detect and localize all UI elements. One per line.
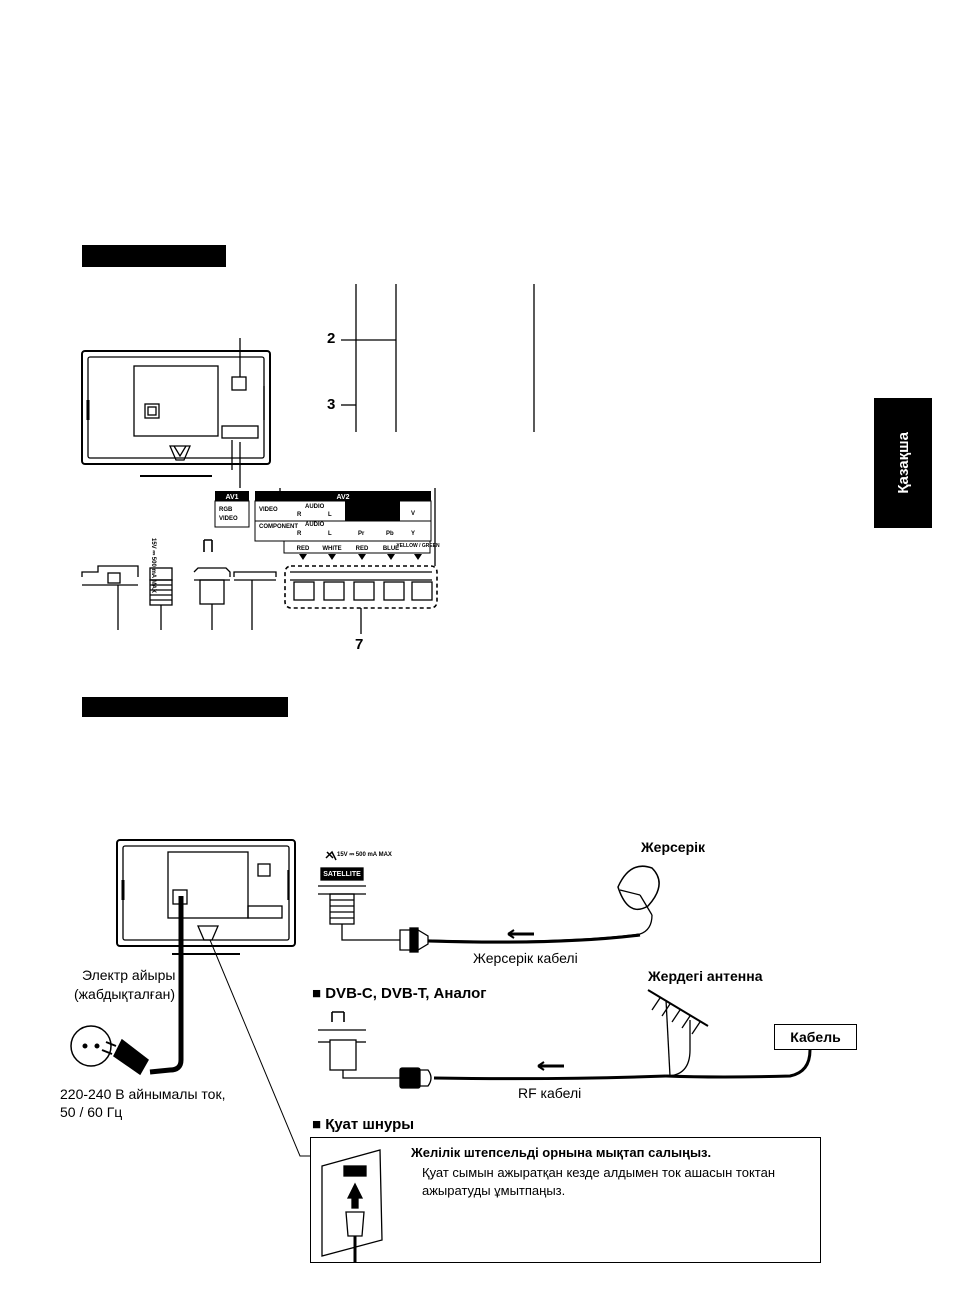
color-label-1: RED: [297, 546, 310, 552]
power-note-text: Қуат сымын ажыратқан кезде алдымен ток а…: [422, 1165, 775, 1198]
callout-2: 2: [327, 330, 336, 347]
v-label: V: [411, 511, 415, 517]
power-heading: ■ Қуат шнуры: [312, 1116, 415, 1133]
pr-label: Pr: [358, 531, 365, 537]
y-label: Y: [411, 531, 415, 537]
dc-rating-top: 15V ⎓ 500 mA MAX: [150, 538, 156, 593]
cable-label: Кабель: [790, 1029, 841, 1045]
terrestrial-antenna-label: Жердегі антенна: [648, 968, 763, 984]
color-label-5: YELLOW / GREEN: [396, 543, 440, 549]
ac-supply-line2: 50 / 60 Гц: [60, 1104, 123, 1120]
dvb-heading: ■ DVB-C, DVB-T, Аналог: [312, 985, 487, 1002]
ac-supply-line1: 220-240 В айнымалы ток,: [60, 1086, 226, 1102]
cable-label-box: Кабель: [774, 1024, 857, 1050]
av2-label: AV2: [336, 494, 349, 501]
r-label-2: R: [297, 531, 302, 537]
pb-label: Pb: [386, 531, 394, 537]
power-note-box: [310, 1137, 821, 1263]
language-tab: Қазақша: [874, 398, 932, 528]
rgb-label: RGB: [219, 507, 233, 513]
l-label-2: L: [328, 531, 332, 537]
rf-cable-label: RF кабелі: [518, 1085, 582, 1101]
color-label-2: WHITE: [322, 546, 341, 552]
mains-lead-line2: (жабдықталған): [74, 986, 176, 1002]
video-label-av1: VIDEO: [219, 516, 238, 522]
av1-label: AV1: [225, 494, 238, 501]
callout-7: 7: [355, 636, 364, 653]
satellite-port-label: SATELLITE: [323, 871, 361, 878]
video-label-av2: VIDEO: [259, 507, 278, 513]
color-label-3: RED: [356, 546, 369, 552]
mains-lead-line1: Электр айыры: [82, 967, 176, 983]
audio-label-1: AUDIO: [305, 504, 325, 510]
section-header-bar-1: [82, 245, 226, 267]
satellite-cable-label: Жерсерік кабелі: [473, 950, 578, 966]
r-label-1: R: [297, 512, 302, 518]
power-note-title: Желілік штепсельді орнына мықтап салыңыз…: [411, 1145, 712, 1160]
color-label-4: BLUE: [383, 546, 399, 552]
dc-rating-satellite: 15V ⎓ 500 mA MAX: [337, 852, 392, 858]
tv-back-view-top: [81, 338, 271, 477]
av-label-panel: AV1 RGB VIDEO AV2 VIDEO COMPONENT AUDIO …: [150, 491, 440, 593]
l-label-1: L: [328, 512, 332, 518]
component-label: COMPONENT: [259, 524, 298, 530]
plug-insert-illustration: [321, 1149, 383, 1262]
callout-3: 3: [327, 396, 336, 413]
tv-back-view-bottom: [116, 839, 296, 955]
section-header-bar-2: [82, 697, 288, 717]
satellite-dish-label: Жерсерік: [641, 839, 706, 855]
audio-label-2: AUDIO: [305, 522, 325, 528]
